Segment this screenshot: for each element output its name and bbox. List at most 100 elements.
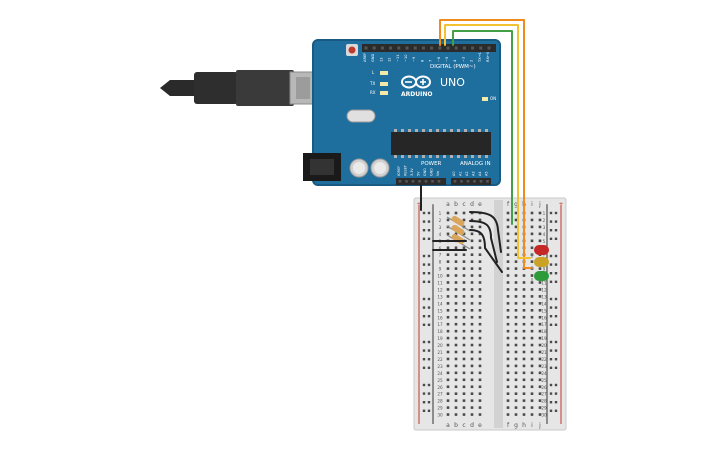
breadboard-hole[interactable] [506,329,510,333]
rail-hole[interactable] [554,237,558,240]
breadboard-hole[interactable] [446,246,450,250]
breadboard-hole[interactable] [514,329,518,333]
breadboard-hole[interactable] [478,336,482,340]
breadboard-hole[interactable] [454,336,458,340]
breadboard-hole[interactable] [470,406,474,409]
breadboard-hole[interactable] [514,378,518,382]
breadboard-hole[interactable] [530,239,534,243]
breadboard-hole[interactable] [530,295,534,298]
header-pin[interactable] [486,180,489,183]
breadboard-hole[interactable] [538,302,542,305]
breadboard-hole[interactable] [446,399,450,402]
breadboard-hole[interactable] [538,350,542,354]
rail-hole[interactable] [554,366,558,369]
breadboard-hole[interactable] [470,274,474,277]
rail-hole[interactable] [422,358,426,361]
breadboard-hole[interactable] [462,274,466,277]
breadboard-hole[interactable] [522,350,526,354]
breadboard-hole[interactable] [454,274,458,277]
header-pin[interactable] [405,180,408,183]
breadboard-hole[interactable] [478,343,482,347]
breadboard-hole[interactable] [514,281,518,284]
breadboard-hole[interactable] [538,295,542,298]
breadboard-hole[interactable] [462,232,466,236]
breadboard-hole[interactable] [478,413,482,416]
rail-hole[interactable] [422,297,426,301]
header-pin[interactable] [454,46,458,50]
breadboard-hole[interactable] [530,274,534,277]
breadboard-hole[interactable] [538,322,542,326]
header-pin[interactable] [413,46,417,50]
breadboard-hole[interactable] [506,343,510,347]
rail-hole[interactable] [549,229,553,232]
breadboard-hole[interactable] [462,281,466,284]
header-pin[interactable] [453,180,457,183]
breadboard-hole[interactable] [530,378,534,382]
breadboard-hole[interactable] [462,211,466,215]
breadboard-hole[interactable] [454,246,458,250]
breadboard-hole[interactable] [454,364,458,368]
breadboard-hole[interactable] [522,281,526,284]
breadboard-hole[interactable] [478,225,482,229]
rail-hole[interactable] [549,340,553,344]
breadboard-hole[interactable] [446,371,450,375]
breadboard-hole[interactable] [470,315,474,319]
rail-hole[interactable] [549,315,553,318]
breadboard-hole[interactable] [530,329,534,333]
breadboard-hole[interactable] [530,413,534,416]
breadboard-hole[interactable] [454,309,458,312]
breadboard-hole[interactable] [470,357,474,361]
header-pin[interactable] [466,180,470,183]
rail-hole[interactable] [427,280,431,283]
rail-hole[interactable] [549,254,553,258]
breadboard-hole[interactable] [514,309,518,312]
breadboard-hole[interactable] [514,322,518,326]
rail-hole[interactable] [549,366,553,369]
breadboard-hole[interactable] [530,302,534,305]
breadboard-hole[interactable] [506,260,510,263]
header-pin[interactable] [437,180,441,183]
breadboard-hole[interactable] [446,274,450,277]
breadboard-hole[interactable] [470,413,474,416]
breadboard-hole[interactable] [506,218,510,222]
breadboard-hole[interactable] [522,413,526,416]
rail-hole[interactable] [554,297,558,301]
rail-hole[interactable] [549,401,553,404]
breadboard-hole[interactable] [462,288,466,291]
breadboard-hole[interactable] [538,239,542,243]
breadboard-hole[interactable] [514,246,518,250]
rail-hole[interactable] [422,237,426,240]
breadboard-hole[interactable] [446,357,450,361]
breadboard-hole[interactable] [462,343,466,347]
rail-hole[interactable] [554,409,558,412]
rail-hole[interactable] [427,340,431,344]
breadboard-hole[interactable] [530,232,534,236]
breadboard-hole[interactable] [514,406,518,409]
breadboard-hole[interactable] [538,336,542,340]
breadboard-hole[interactable] [454,288,458,291]
header-pin[interactable] [446,46,450,50]
rail-hole[interactable] [549,211,553,215]
breadboard-hole[interactable] [462,309,466,312]
breadboard-hole[interactable] [506,371,510,375]
breadboard-hole[interactable] [530,392,534,395]
breadboard-hole[interactable] [514,225,518,229]
breadboard-hole[interactable] [462,399,466,402]
breadboard-hole[interactable] [478,232,482,236]
rail-hole[interactable] [549,263,553,266]
rail-hole[interactable] [427,349,431,352]
breadboard-hole[interactable] [506,288,510,291]
breadboard-hole[interactable] [462,413,466,416]
breadboard-hole[interactable] [514,392,518,395]
rail-hole[interactable] [554,401,558,404]
breadboard-hole[interactable] [462,364,466,368]
breadboard-hole[interactable] [470,225,474,229]
rail-hole[interactable] [554,315,558,318]
rail-hole[interactable] [422,272,426,275]
breadboard-hole[interactable] [462,336,466,340]
breadboard-hole[interactable] [522,385,526,389]
breadboard-hole[interactable] [514,267,518,270]
breadboard-hole[interactable] [470,295,474,298]
rail-hole[interactable] [549,297,553,301]
rail-hole[interactable] [554,272,558,275]
